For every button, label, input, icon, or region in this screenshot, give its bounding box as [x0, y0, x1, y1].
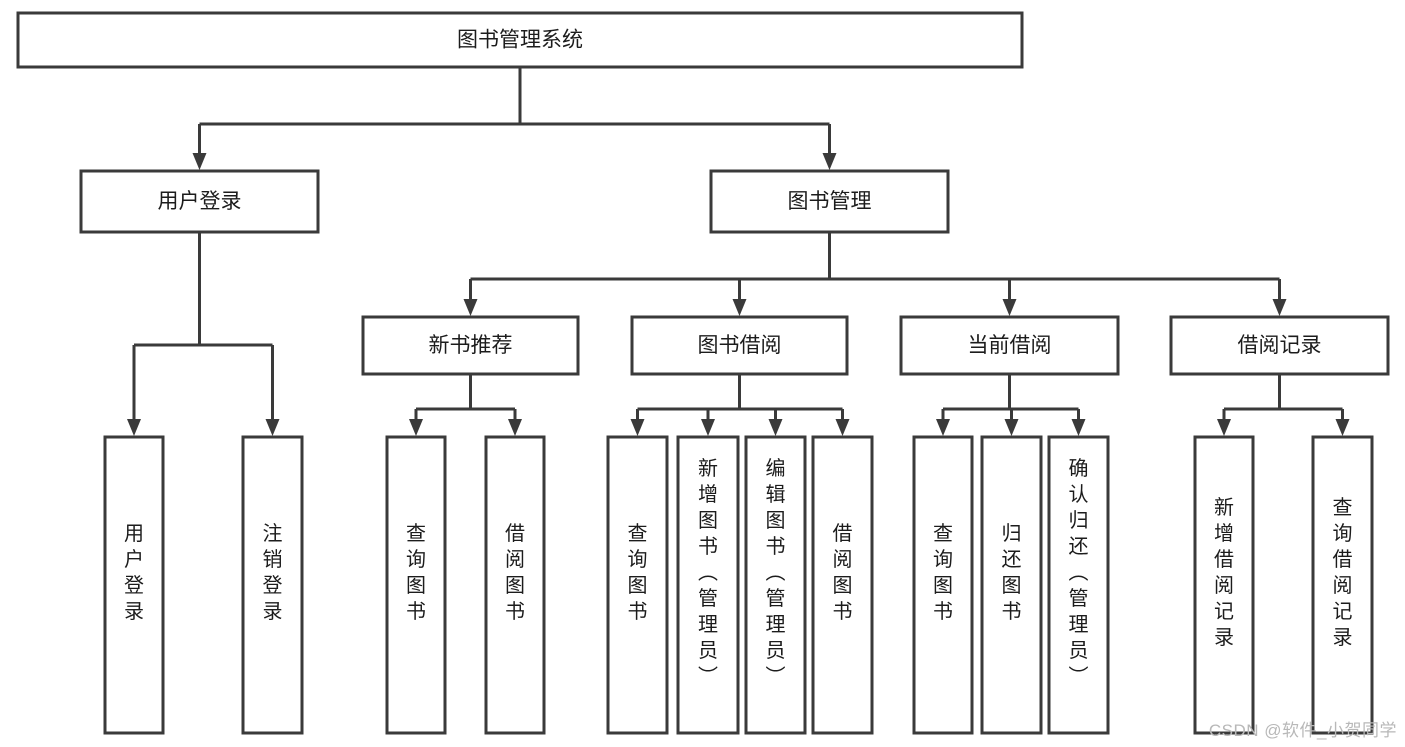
node-box[interactable]	[484, 435, 546, 735]
node-box[interactable]	[912, 435, 974, 735]
node-borrow-record[interactable]: 借阅记录	[1169, 315, 1390, 376]
node-box[interactable]	[899, 315, 1120, 376]
node-label: 借阅记录	[1238, 334, 1322, 357]
node-leaf-edit-book[interactable]: 编辑图书︵管理员︶	[744, 435, 807, 735]
arrow-head-icon	[701, 419, 715, 436]
node-label: 新增借阅记录	[1214, 496, 1234, 649]
node-label: 图书管理系统	[457, 29, 583, 52]
arrow-head-icon	[1002, 299, 1017, 316]
node-leaf-query-book-3[interactable]: 查询图书	[912, 435, 974, 735]
node-box[interactable]	[241, 435, 304, 735]
node-box[interactable]	[1047, 435, 1110, 735]
node-label: 编辑图书︵管理员︶	[766, 457, 786, 688]
node-leaf-add-book[interactable]: 新增图书︵管理员︶	[676, 435, 740, 735]
arrow-head-icon	[192, 153, 207, 170]
node-label: 查询图书	[628, 522, 648, 623]
node-box[interactable]	[16, 11, 1024, 69]
arrow-head-icon	[463, 299, 478, 316]
node-box[interactable]	[811, 435, 874, 735]
arrow-head-icon	[508, 419, 522, 436]
node-box[interactable]	[709, 169, 950, 234]
node-label: 新增图书︵管理员︶	[698, 457, 718, 688]
node-label: 归还图书	[1002, 522, 1022, 623]
node-current-borrow[interactable]: 当前借阅	[899, 315, 1120, 376]
node-leaf-borrow-book-1[interactable]: 借阅图书	[484, 435, 546, 735]
arrow-head-icon	[1071, 419, 1086, 436]
node-box[interactable]	[1311, 435, 1374, 735]
node-box[interactable]	[385, 435, 447, 735]
node-book-borrow[interactable]: 图书借阅	[630, 315, 849, 376]
node-new-book-rec[interactable]: 新书推荐	[361, 315, 580, 376]
node-leaf-query-record[interactable]: 查询借阅记录	[1311, 435, 1374, 735]
arrow-head-icon	[127, 419, 141, 436]
node-label: 确认归还︵管理员︶	[1069, 457, 1089, 688]
arrow-head-icon	[732, 299, 747, 316]
node-box[interactable]	[606, 435, 669, 735]
node-box[interactable]	[980, 435, 1043, 735]
arrow-head-icon	[1272, 299, 1287, 316]
node-label: 用户登录	[158, 190, 242, 213]
arrow-head-icon	[265, 419, 280, 436]
node-leaf-query-book-2[interactable]: 查询图书	[606, 435, 669, 735]
node-leaf-borrow-book-2[interactable]: 借阅图书	[811, 435, 874, 735]
node-label: 用户登录	[124, 523, 144, 623]
node-label: 查询借阅记录	[1333, 496, 1353, 649]
node-label: 新书推荐	[429, 334, 513, 357]
node-book-manage[interactable]: 图书管理	[709, 169, 950, 234]
node-label: 当前借阅	[968, 334, 1052, 357]
arrow-head-icon	[768, 419, 783, 436]
node-box[interactable]	[630, 315, 849, 376]
node-label: 查询图书	[933, 522, 953, 623]
arrow-head-icon	[1335, 419, 1350, 436]
node-label: 注销登录	[263, 522, 283, 623]
arrow-head-icon	[409, 419, 423, 436]
arrow-head-icon	[1217, 419, 1231, 436]
node-label: 查询图书	[406, 522, 426, 623]
node-box[interactable]	[79, 169, 320, 234]
node-root[interactable]: 图书管理系统	[16, 11, 1024, 69]
node-box[interactable]	[1193, 435, 1255, 735]
node-label: 借阅图书	[505, 522, 525, 623]
arrow-head-icon	[630, 419, 645, 436]
node-box[interactable]	[676, 435, 740, 735]
arrow-head-icon	[835, 419, 850, 436]
node-box[interactable]	[361, 315, 580, 376]
connector-layer	[127, 67, 1350, 436]
node-leaf-logout[interactable]: 注销登录	[241, 435, 304, 735]
node-label: 借阅图书	[833, 522, 853, 623]
node-leaf-return-book[interactable]: 归还图书	[980, 435, 1043, 735]
node-leaf-user-login[interactable]: 用户登录	[103, 435, 165, 735]
node-leaf-add-record[interactable]: 新增借阅记录	[1193, 435, 1255, 735]
node-box[interactable]	[103, 435, 165, 735]
node-box[interactable]	[744, 435, 807, 735]
node-label: 图书管理	[788, 190, 872, 213]
node-label: 图书借阅	[698, 334, 782, 357]
node-leaf-query-book-1[interactable]: 查询图书	[385, 435, 447, 735]
node-leaf-confirm-return[interactable]: 确认归还︵管理员︶	[1047, 435, 1110, 735]
arrow-head-icon	[822, 153, 837, 170]
arrow-head-icon	[1004, 419, 1019, 436]
node-layer: 图书管理系统用户登录图书管理新书推荐图书借阅当前借阅借阅记录用户登录注销登录查询…	[16, 11, 1390, 735]
node-user-login[interactable]: 用户登录	[79, 169, 320, 234]
arrow-head-icon	[936, 419, 950, 436]
node-box[interactable]	[1169, 315, 1390, 376]
